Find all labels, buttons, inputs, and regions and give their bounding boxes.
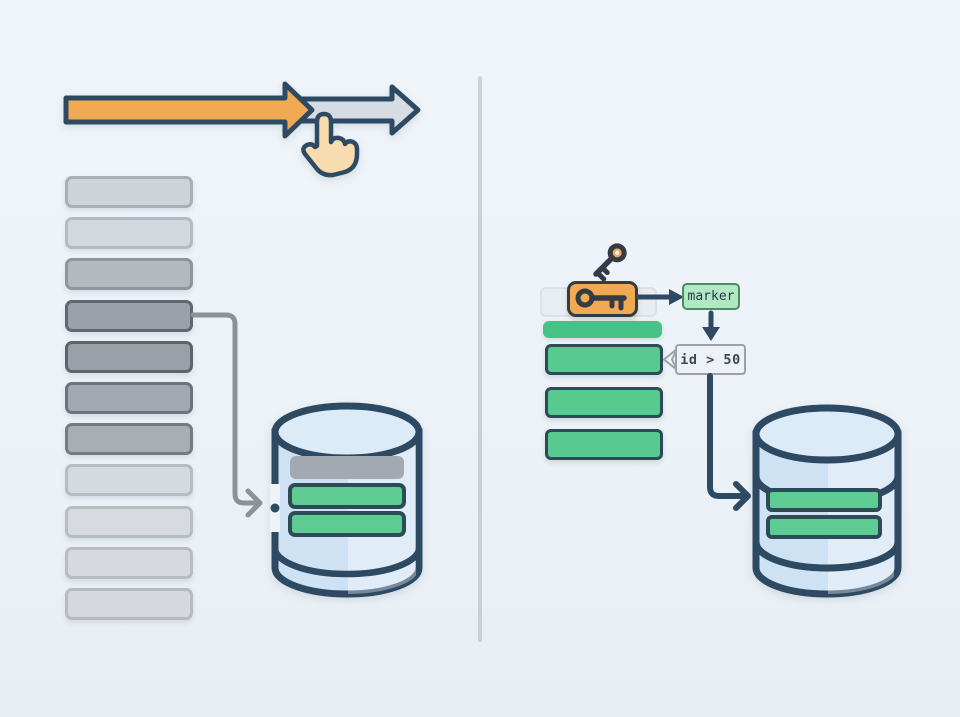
record-row-gray (65, 258, 193, 291)
db-green-record-bar (766, 515, 882, 539)
condition-label: id > 50 (680, 351, 741, 368)
record-row-gray (65, 464, 193, 497)
record-row-gray (65, 217, 193, 250)
record-row-gray (65, 340, 193, 373)
secondary-arrow-icon (287, 84, 421, 136)
keyset-connector-arrow (707, 373, 751, 511)
record-row-gray (65, 381, 193, 414)
right-database-icon (752, 404, 902, 598)
cursor-key-token (567, 281, 638, 317)
arrowhead-icon (669, 289, 684, 305)
condition-bubble: id > 50 (662, 344, 746, 375)
record-row-gray (65, 546, 193, 579)
record-row-green (545, 344, 663, 375)
record-row-green (545, 429, 663, 460)
marker-label: marker (687, 289, 735, 304)
key-to-marker-arrow (635, 289, 684, 305)
db-green-record-bar (288, 511, 406, 537)
record-row-gray (65, 299, 193, 332)
record-row-gray (65, 505, 193, 538)
panel-divider (478, 76, 482, 642)
scanned-record-stack (65, 176, 193, 620)
floating-key-icon (593, 243, 627, 282)
record-row-green (545, 386, 663, 418)
offset-scan-arrows (63, 81, 421, 178)
marker-label-box: marker (682, 283, 740, 310)
record-row-gray (65, 423, 193, 456)
record-row-gray (65, 587, 193, 620)
db-gray-record-bar (290, 456, 404, 479)
db-green-record-bar (766, 488, 882, 512)
record-row-gray (65, 176, 193, 208)
marker-down-arrow (702, 310, 720, 341)
fetched-record-stack (545, 344, 663, 460)
primary-arrow-icon (63, 81, 315, 139)
partial-green-row (543, 321, 662, 338)
db-green-record-bar (288, 483, 406, 509)
key-icon (575, 288, 627, 311)
cursor-hand-icon (301, 111, 360, 178)
left-database-icon (270, 402, 423, 598)
chevron-arrowhead-icon (733, 481, 751, 511)
entry-dot (270, 503, 280, 513)
chevron-arrowhead-icon (245, 488, 263, 518)
offset-connector-arrow (190, 312, 263, 518)
arrowhead-icon (702, 327, 720, 341)
